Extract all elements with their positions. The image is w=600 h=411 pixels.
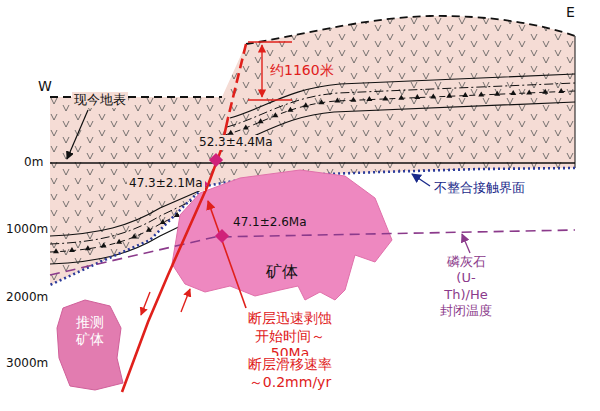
strata-triangle bbox=[494, 91, 500, 96]
strata-triangle bbox=[258, 118, 264, 123]
direction-label: W bbox=[38, 78, 52, 96]
strata-triangle bbox=[146, 227, 152, 232]
strata-triangle bbox=[101, 243, 107, 248]
strata-triangle bbox=[526, 89, 532, 94]
sample-diamond bbox=[209, 153, 223, 167]
strata-triangle bbox=[160, 219, 166, 224]
strata-triangle bbox=[287, 107, 293, 112]
label-anchor: 现今地表 bbox=[72, 92, 128, 108]
surface-label: 现今地表 bbox=[72, 92, 128, 108]
label-anchor: 47.3±2.1Ma bbox=[127, 176, 205, 191]
eroded-surface bbox=[246, 16, 575, 44]
label-anchor: 2000m bbox=[6, 290, 48, 305]
label-anchor: 1000m bbox=[6, 222, 48, 237]
strata-triangle bbox=[398, 95, 404, 100]
fault-note: 断层滑移速率 ～0.2mm/yr bbox=[246, 356, 334, 391]
strata-triangle bbox=[350, 97, 356, 102]
depth-label: 3000m bbox=[6, 356, 48, 371]
strata-line bbox=[50, 220, 193, 264]
leader-arrow bbox=[412, 174, 430, 186]
fault-note: 断层迅速剥蚀 开始时间～50Ma bbox=[246, 310, 334, 363]
label-anchor: 约1160米 bbox=[268, 62, 336, 80]
label-anchor: W bbox=[38, 78, 52, 96]
strata-triangle bbox=[334, 97, 340, 102]
strata-triangles bbox=[228, 88, 564, 135]
closure-temperature-label: 磷灰石(U-Th)/He 封闭温度 bbox=[438, 254, 494, 319]
strata-line bbox=[227, 83, 575, 127]
strata-triangle bbox=[85, 245, 91, 250]
strata-triangle bbox=[382, 95, 388, 100]
strata-triangle bbox=[131, 233, 137, 238]
strata-triangle bbox=[366, 96, 372, 101]
strata-triangle bbox=[510, 90, 516, 95]
label-anchor: 断层迅速剥蚀 开始时间～50Ma bbox=[246, 310, 334, 363]
strata-triangle bbox=[116, 239, 122, 244]
label-anchor: 不整合接触界面 bbox=[432, 180, 527, 196]
ore-label: 推测 矿体 bbox=[76, 314, 104, 348]
strata-triangle bbox=[446, 93, 452, 98]
label-anchor: 0m bbox=[24, 155, 43, 170]
fault-slip-arrow bbox=[141, 292, 150, 315]
strata-triangles bbox=[53, 205, 194, 253]
leader-arrow bbox=[462, 234, 470, 253]
depth-label: 0m bbox=[24, 155, 43, 170]
strata-triangle bbox=[318, 99, 324, 104]
fault bbox=[122, 118, 228, 392]
strata-line bbox=[222, 102, 575, 148]
strata-triangle bbox=[462, 92, 468, 97]
strata-triangle bbox=[243, 124, 249, 129]
fault-slip-arrow bbox=[181, 289, 190, 312]
ore-shape bbox=[57, 300, 123, 390]
ore-label: 矿体 bbox=[266, 262, 298, 281]
strata-triangle bbox=[303, 102, 309, 107]
age-label: 47.1±2.6Ma bbox=[233, 215, 307, 230]
dimension-label: 约1160米 bbox=[268, 62, 336, 80]
leader-arrow bbox=[67, 110, 88, 159]
strata-triangle bbox=[414, 94, 420, 99]
strata-triangle bbox=[174, 212, 180, 217]
strata-line bbox=[230, 74, 575, 118]
label-anchor: 断层滑移速率 ～0.2mm/yr bbox=[246, 356, 334, 391]
label-anchor: 52.3±4.4Ma bbox=[197, 135, 275, 150]
strata-triangle bbox=[272, 112, 278, 117]
ore-shape bbox=[172, 170, 392, 300]
strata-triangle bbox=[53, 248, 59, 253]
depth-label: 1000m bbox=[6, 222, 48, 237]
dimension-arrow bbox=[261, 45, 262, 97]
unconformity-label: 不整合接触界面 bbox=[432, 180, 527, 196]
strata-triangle bbox=[478, 91, 484, 96]
strata-line bbox=[225, 91, 575, 135]
label-anchor: 磷灰石(U-Th)/He 封闭温度 bbox=[438, 254, 494, 319]
strata-triangle bbox=[558, 88, 564, 93]
present-surface bbox=[50, 162, 575, 164]
label-anchor: 47.1±2.6Ma bbox=[233, 215, 307, 230]
age-label: 47.3±2.1Ma bbox=[127, 176, 205, 191]
label-anchor: 3000m bbox=[6, 356, 48, 371]
depth-label: 2000m bbox=[6, 290, 48, 305]
strata-triangle bbox=[430, 93, 436, 98]
sample-diamond bbox=[215, 229, 229, 243]
direction-label: E bbox=[566, 4, 575, 22]
strata-triangle bbox=[69, 247, 75, 252]
fault-inferred bbox=[228, 44, 246, 118]
inferred-ore-body: 推测 矿体 bbox=[55, 298, 125, 392]
closure-temperature-line bbox=[50, 230, 575, 275]
label-anchor: E bbox=[566, 4, 575, 22]
strata-triangle bbox=[542, 89, 548, 94]
age-label: 52.3±4.4Ma bbox=[197, 135, 275, 150]
